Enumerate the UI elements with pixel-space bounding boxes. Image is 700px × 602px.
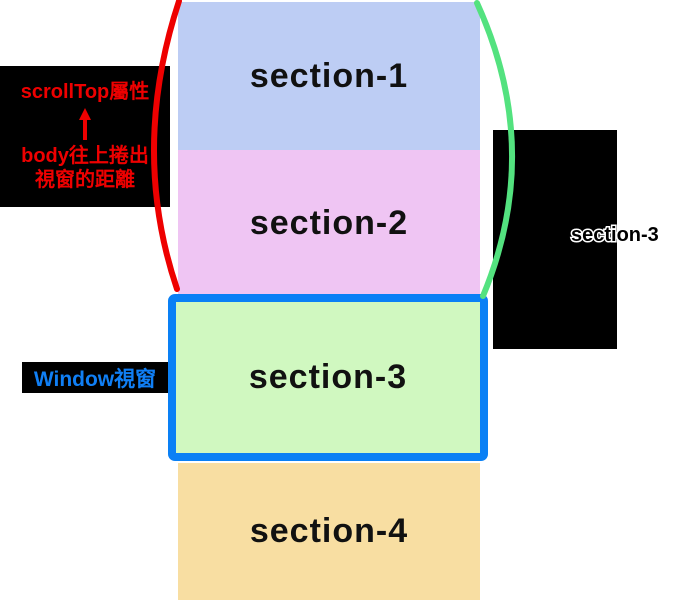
window-label-box: Window視窗 (22, 362, 168, 393)
section-1-label: section-1 (249, 56, 409, 95)
up-arrow-icon (79, 107, 91, 140)
window-viewport-box: section-3 (168, 294, 488, 461)
section-1-block: section-1 (178, 2, 480, 150)
section-4-block: section-4 (178, 463, 480, 600)
window-label-text: Window視窗 (33, 367, 157, 391)
section-2-label: section-2 (249, 203, 409, 242)
right-section-3-label: section-3 (570, 223, 661, 248)
section-4-label: section-4 (249, 512, 409, 550)
scrolltop-label-box: scrollTop屬性 body往上捲出 視窗的距離 (0, 66, 170, 207)
scrolltop-desc-line-2: 視窗的距離 (35, 169, 135, 192)
scrolltop-property-text: scrollTop屬性 (20, 81, 150, 104)
scrolltop-desc-line-1: body往上捲出 (21, 144, 149, 167)
right-label-box: section-3 (493, 130, 660, 349)
section-2-block: section-2 (178, 150, 480, 296)
section-3-label: section-3 (248, 358, 408, 396)
